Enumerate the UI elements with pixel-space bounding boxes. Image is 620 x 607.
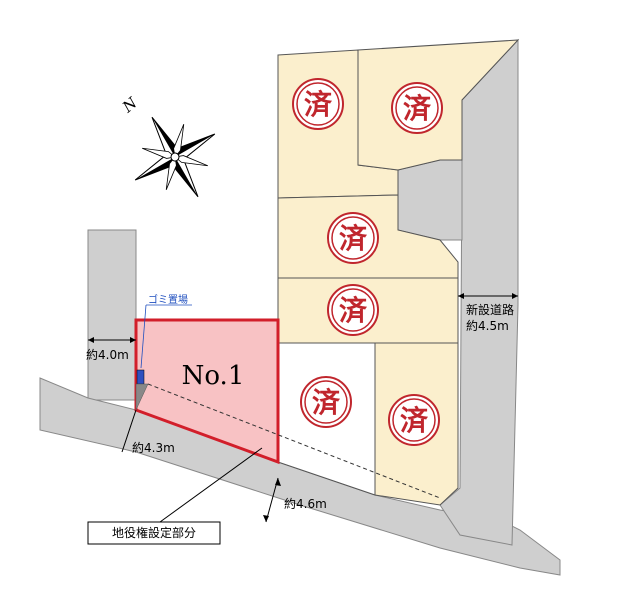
sold-stamp-text: 済 [339, 294, 368, 327]
sold-stamp: 済 [292, 78, 344, 130]
easement-label: 地役権設定部分 [112, 525, 196, 540]
target-lot-label: No.1 [182, 361, 245, 391]
easement-line [147, 383, 441, 499]
sold-stamp-text: 済 [312, 386, 341, 419]
sold-stamp: 済 [327, 212, 379, 264]
left-road [87, 229, 137, 401]
new-road-name: 新設道路 [466, 302, 514, 317]
north-label: N [118, 93, 141, 116]
compass-rose-icon [134, 116, 216, 198]
bottom-road-width: 約4.6m [284, 496, 327, 511]
sold-stamp: 済 [327, 284, 379, 336]
sold-stamp-text: 済 [339, 222, 368, 255]
new-road-turnaround [397, 159, 463, 241]
sold-stamp: 済 [388, 394, 440, 446]
front-road-width: 約4.3m [132, 440, 175, 455]
garbage-label: ゴミ置場 [148, 293, 188, 306]
new-road [439, 38, 519, 546]
new-road-width: 約4.5m [466, 318, 509, 333]
sold-stamp-text: 済 [304, 88, 333, 121]
easement-area [135, 383, 149, 411]
target-lot [134, 318, 280, 465]
sold-stamp-text: 済 [400, 404, 429, 437]
left-road-width: 約4.0m [86, 347, 129, 362]
sold-stamp-text: 済 [403, 92, 432, 125]
easement-callout [87, 521, 221, 545]
sold-stamp: 済 [391, 82, 443, 134]
garbage-area [136, 369, 145, 385]
sold-stamp: 済 [300, 376, 352, 428]
